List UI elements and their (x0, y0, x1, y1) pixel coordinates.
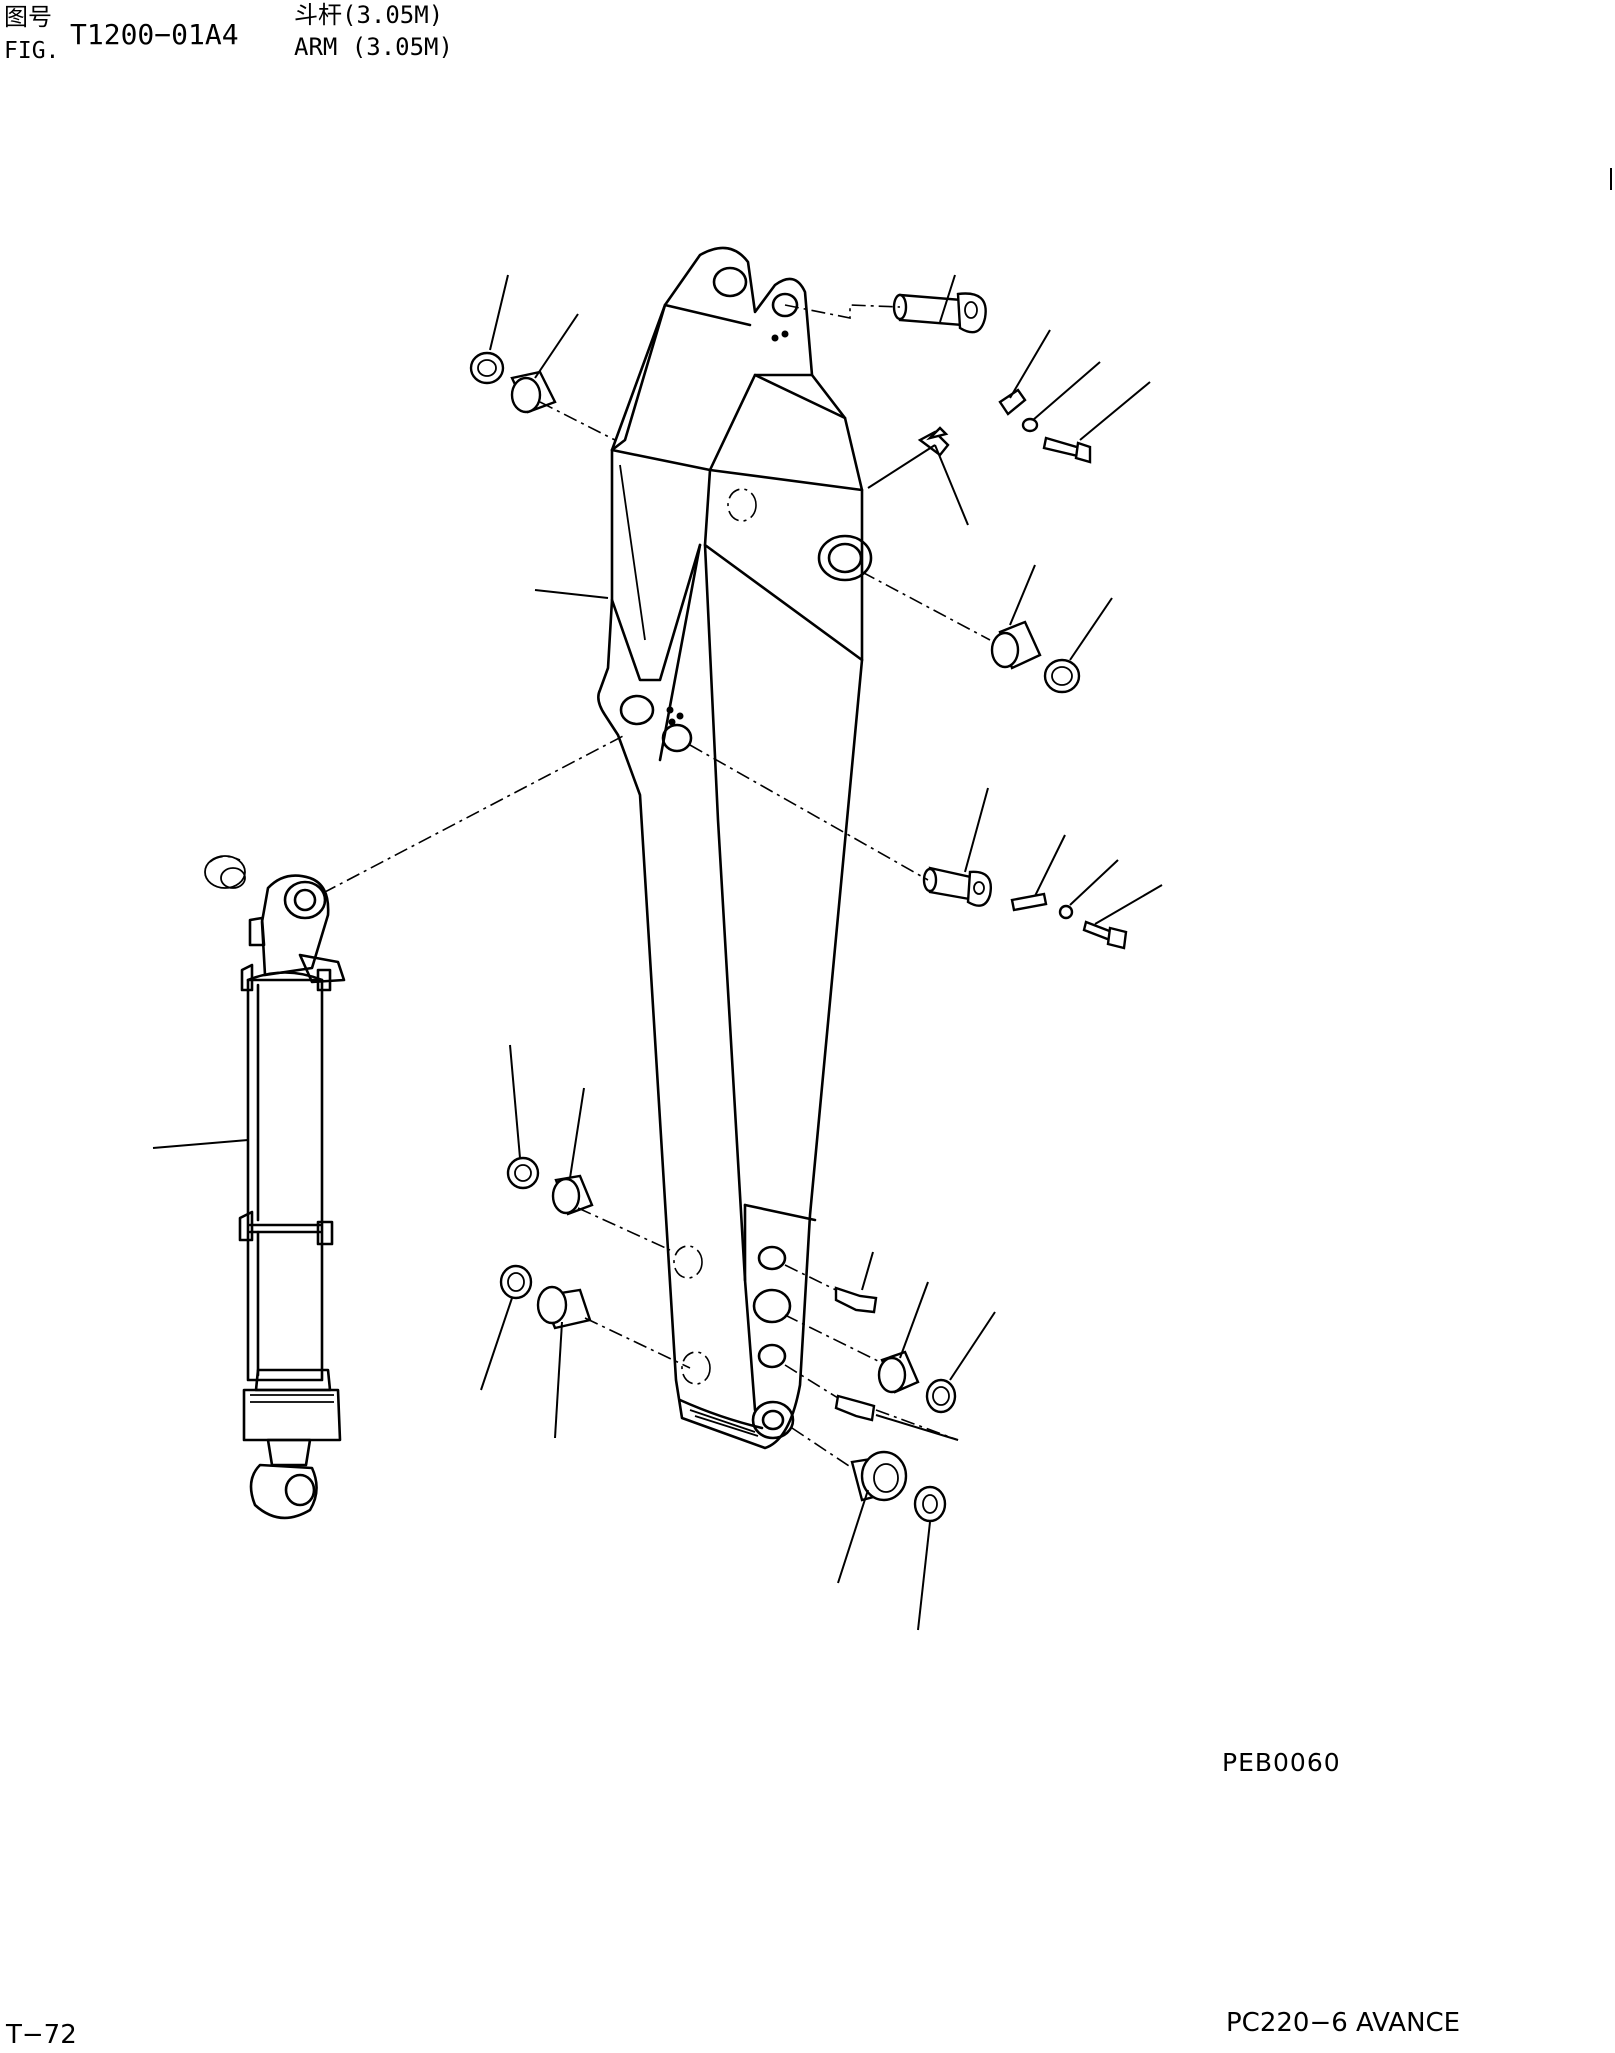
figure-number: T1200−01A4 (70, 18, 239, 51)
page-number: T−72 (6, 2020, 77, 2050)
arm-body (597, 246, 873, 1450)
title-cn: 斗杆(3.05M) (294, 1, 444, 29)
parts-top (469, 292, 1092, 694)
arm-cylinder (204, 855, 346, 1520)
parts-middle (922, 866, 1128, 950)
leader-lines (152, 274, 1163, 1631)
image-code: PEB0060 (1222, 1748, 1341, 1777)
fig-label-en: FIG. (4, 38, 60, 64)
parts-lower (499, 1156, 957, 1523)
model-name: PC220−6 AVANCE (1226, 2008, 1461, 2038)
assembly-center-lines (322, 304, 991, 1469)
fig-label-cn: 图号 (4, 3, 52, 31)
title-en: ARM (3.05M) (294, 33, 453, 61)
